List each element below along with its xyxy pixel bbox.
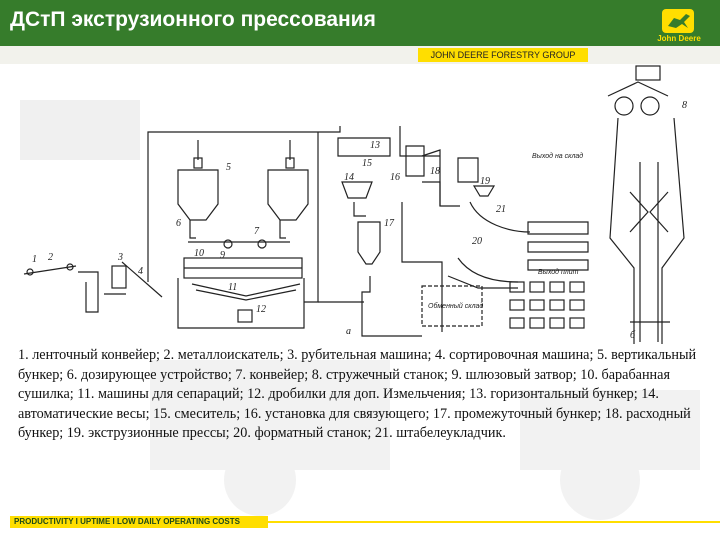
page-title: ДСтП экструзионного прессования (10, 8, 376, 31)
brand-wordmark: John Deere (657, 34, 701, 43)
horizontal-bunker (337, 137, 391, 157)
output-label: Выход на склад (532, 152, 583, 160)
label-17: 17 (384, 218, 395, 229)
label-8: 8 (682, 100, 687, 111)
label-1: 1 (32, 254, 37, 265)
output-label-2: Выход плит (538, 268, 579, 276)
metal-detector (78, 271, 99, 313)
label-15: 15 (362, 158, 372, 169)
warehouse-label: Обменный склад (428, 302, 483, 310)
label-14: 14 (344, 172, 354, 183)
label-21: 21 (496, 204, 506, 215)
label-20: 20 (472, 236, 482, 247)
press-roller (640, 96, 660, 116)
equipment-caption: 1. ленточный конвейер; 2. металлоискател… (18, 347, 697, 442)
label-4: 4 (138, 266, 143, 277)
deer-logo-icon (662, 9, 694, 33)
group-label: JOHN DEERE FORESTRY GROUP (418, 48, 588, 62)
footer-slogan: PRODUCTIVITY I UPTIME I LOW DAILY OPERAT… (14, 517, 240, 526)
label-b: б (630, 330, 636, 341)
title-bar (0, 0, 720, 46)
footer-line (268, 521, 720, 523)
label-18: 18 (430, 166, 440, 177)
label-5: 5 (226, 162, 231, 173)
label-7: 7 (254, 226, 260, 237)
vertical-bunker (177, 169, 219, 221)
label-12: 12 (256, 304, 266, 315)
sorting-machine (121, 261, 163, 298)
conveyor-roller (26, 268, 34, 276)
process-diagram: 1 2 3 4 5 6 7 8 9 10 11 12 13 14 15 16 1… (23, 65, 687, 344)
label-9: 9 (220, 250, 225, 261)
press-roller (614, 96, 634, 116)
vertical-bunker (267, 169, 309, 221)
chipper-machine (111, 265, 127, 289)
label-2: 2 (48, 252, 53, 263)
label-16: 16 (390, 172, 400, 183)
label-10: 10 (194, 248, 204, 259)
background-machine-silhouette (20, 100, 700, 520)
label-11: 11 (228, 282, 237, 293)
label-3: 3 (117, 252, 123, 263)
label-19: 19 (480, 176, 490, 187)
press-top (635, 65, 661, 81)
crusher (237, 309, 253, 323)
extrusion-press (609, 117, 635, 344)
separator (191, 283, 301, 297)
brand-logo: John Deere (638, 8, 718, 48)
conveyor-roller (66, 263, 74, 271)
label-6: 6 (176, 218, 181, 229)
footer-bar (10, 516, 268, 528)
label-a: а (346, 326, 351, 337)
label-13: 13 (370, 140, 380, 151)
storage-warehouse (421, 285, 483, 327)
